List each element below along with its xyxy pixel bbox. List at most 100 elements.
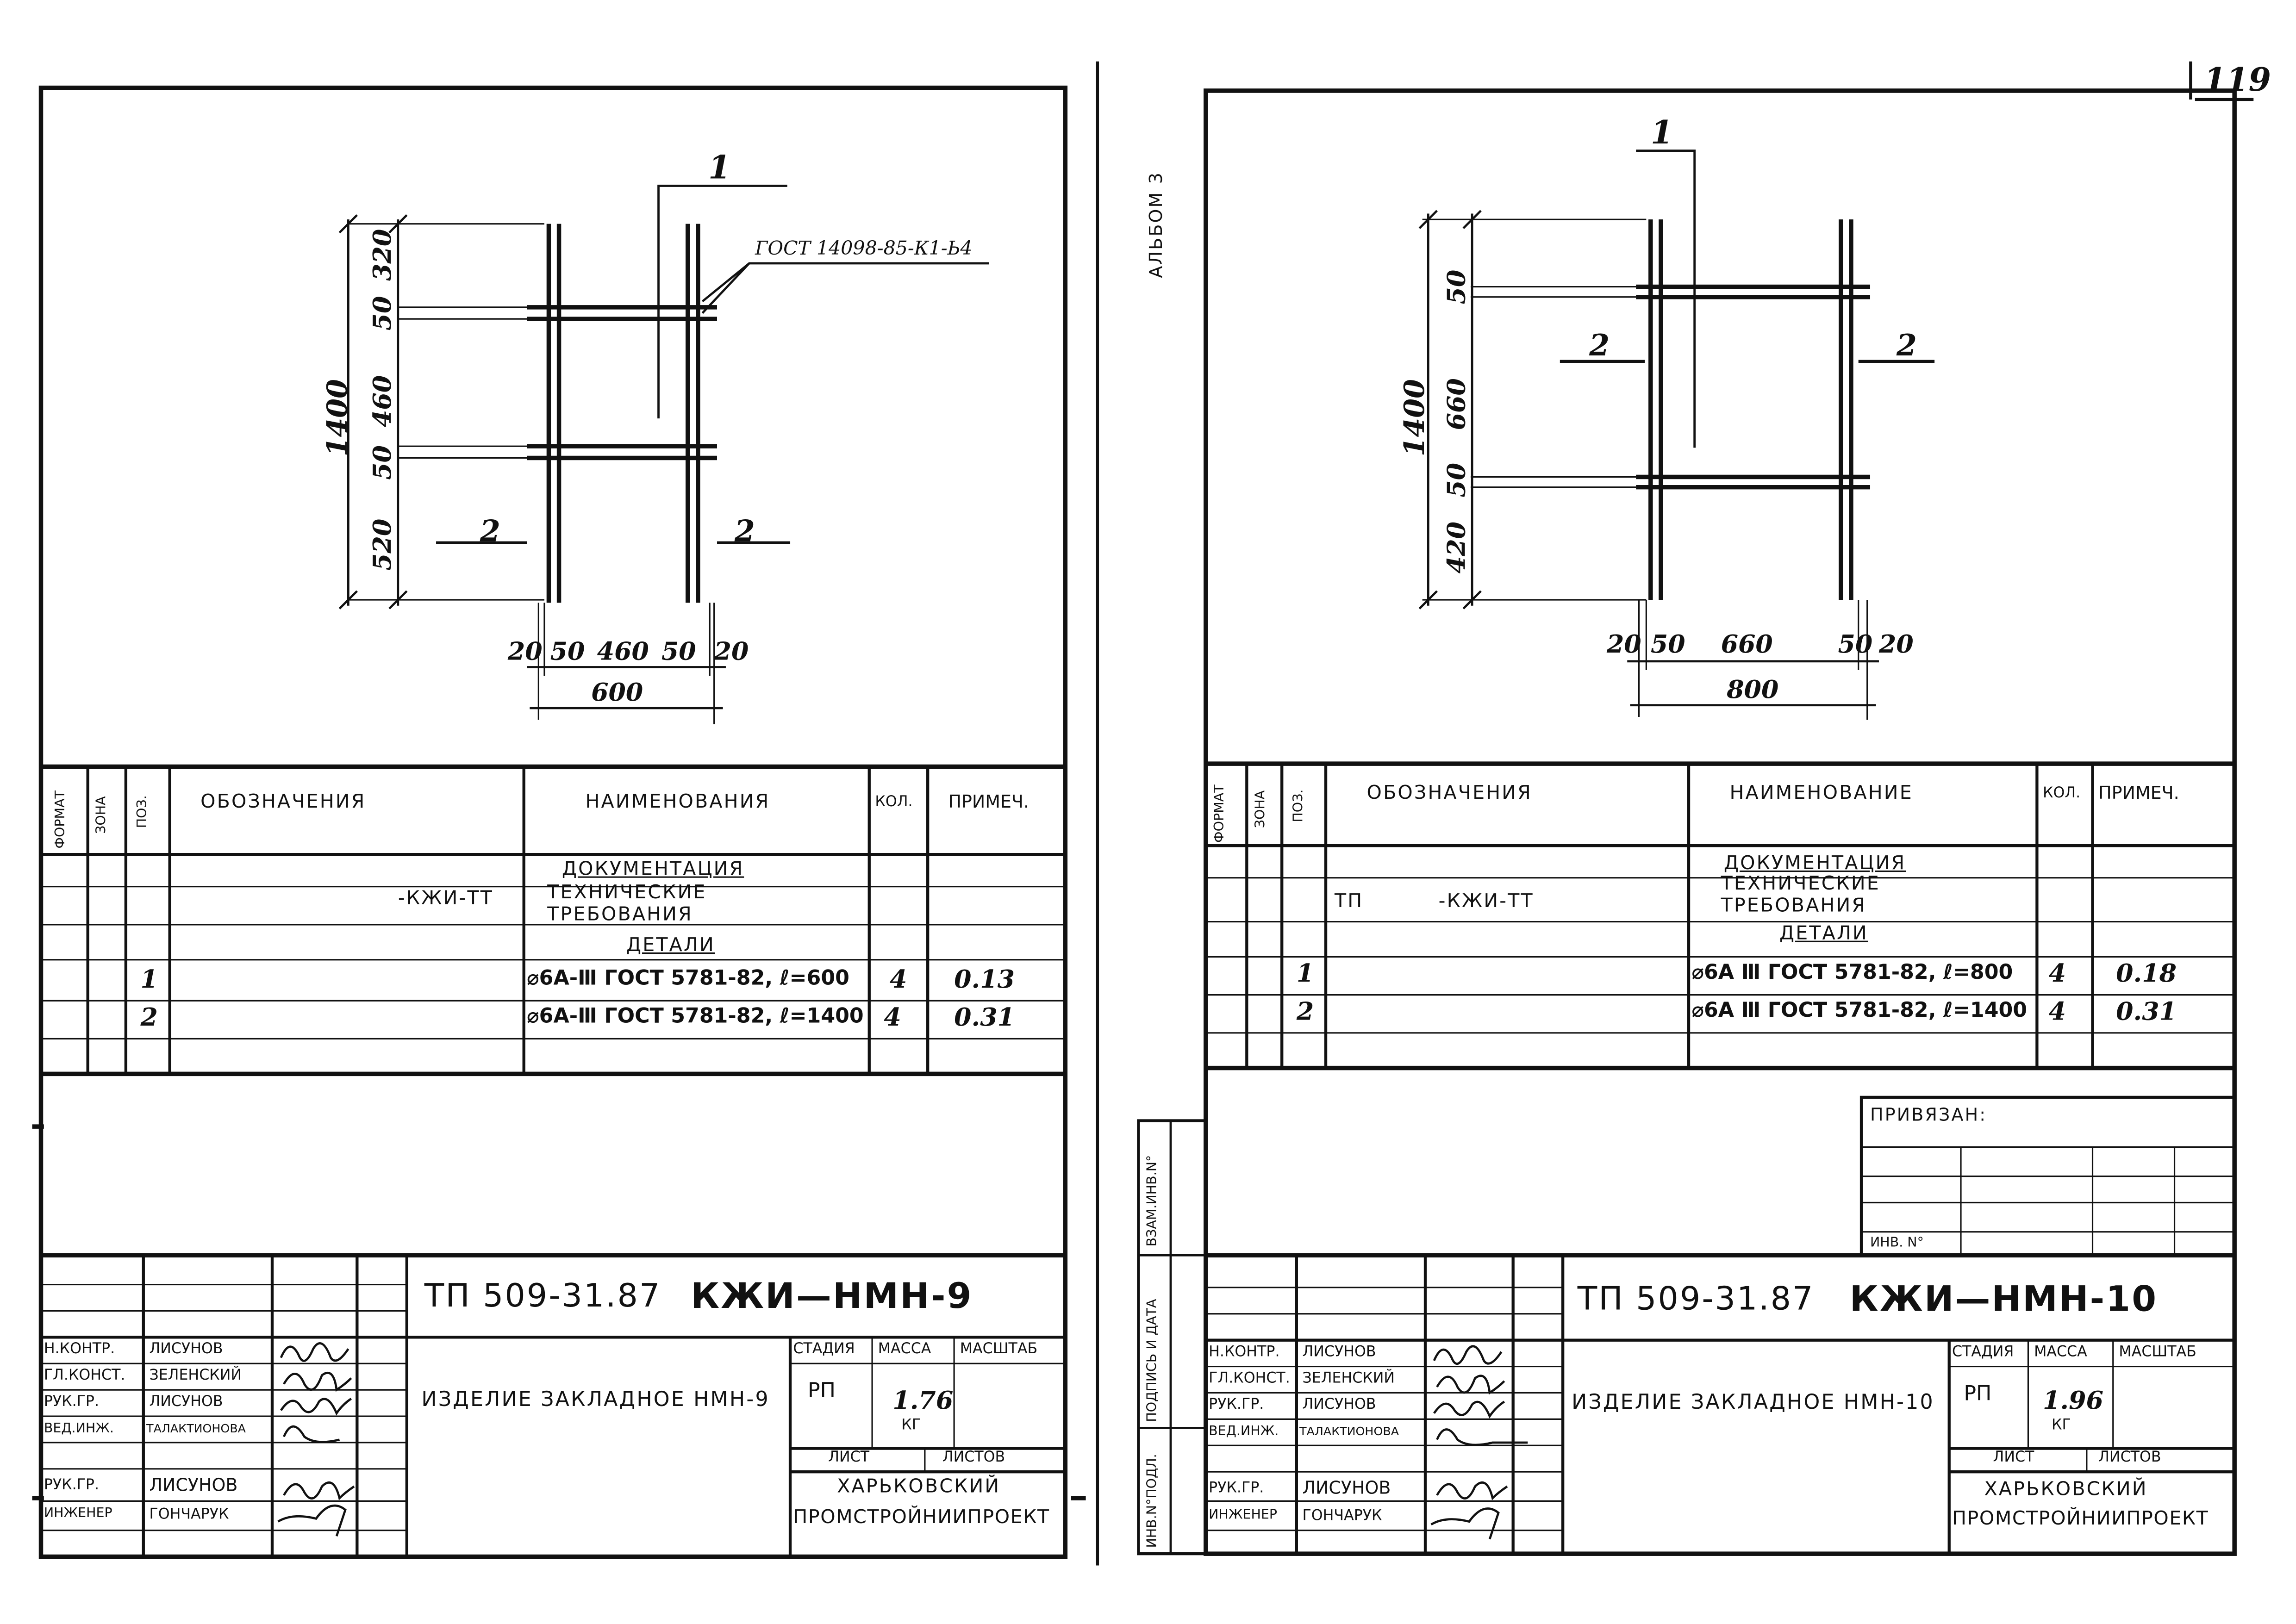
left-row-tt-name: ТЕХНИЧЕСКИЕ ТРЕБОВАНИЯ (547, 882, 707, 926)
right-person-4: ТАЛАКТИОНОВА (1299, 1425, 1399, 1438)
right-dim-h-20b: 20 (1878, 630, 1914, 660)
stamp-replace-inv: ВЗАМ.ИНВ.N° (1146, 1155, 1160, 1247)
right-hdr-format: ФОРМАТ (1213, 784, 1228, 843)
left-hdr-name: НАИМЕНОВАНИЯ (585, 791, 770, 814)
left-dim-h-20a: 20 (507, 638, 543, 667)
right-hdr-qty: КОЛ. (2043, 785, 2081, 802)
left-dim-h-50b: 50 (661, 638, 696, 667)
left-role-6: ИНЖЕНЕР (44, 1507, 112, 1522)
left-sheet-label: ЛИСТ (828, 1450, 870, 1466)
left-row2-name: ⌀6А-Ⅲ ГОСТ 5781-82, ℓ=1400 (527, 1005, 864, 1029)
left-role-3: РУК.ГР. (44, 1394, 100, 1411)
left-person-6: ГОНЧАРУК (149, 1507, 229, 1523)
right-role-4: ВЕД.ИНЖ. (1209, 1425, 1279, 1440)
left-dim-v-460: 460 (368, 375, 398, 428)
left-row-details-name: ДЕТАЛИ (626, 935, 715, 957)
left-pos1-label: 1 (708, 149, 731, 187)
left-dim-v-320: 320 (368, 229, 398, 281)
right-doc-code: ТП 509-31.87 (1577, 1282, 1815, 1319)
right-org-line1: ХАРЬКОВСКИЙ (1984, 1479, 2148, 1501)
left-person-3: ЛИСУНОВ (149, 1394, 223, 1411)
right-row-details-name: ДЕТАЛИ (1779, 923, 1868, 946)
right-sheet-label: ЛИСТ (1993, 1450, 2034, 1466)
left-person-1: ЛИСУНОВ (149, 1341, 223, 1358)
right-mass-unit: КГ (2052, 1418, 2071, 1434)
right-role-5: РУК.ГР. (1209, 1481, 1264, 1497)
left-role-2: ГЛ.КОНСТ. (44, 1368, 125, 1384)
left-person-4: ТАЛАКТИОНОВА (146, 1422, 246, 1436)
right-row1-pos: 1 (1296, 959, 1314, 989)
left-role-5: РУК.ГР. (44, 1477, 100, 1494)
right-person-1: ЛИСУНОВ (1302, 1344, 1376, 1361)
right-row-tt-designation: ТП -КЖИ-ТТ (1335, 891, 1534, 913)
right-row1-name: ⌀6А Ⅲ ГОСТ 5781-82, ℓ=800 (1691, 961, 2013, 985)
right-role-1: Н.КОНТР. (1209, 1344, 1280, 1361)
left-gost-note: ГОСТ 14098-85-К1-Ь4 (755, 238, 973, 261)
right-role-3: РУК.ГР. (1209, 1397, 1264, 1413)
right-row2-qty: 4 (2048, 997, 2066, 1027)
left-org-line1: ХАРЬКОВСКИЙ (837, 1476, 1001, 1499)
right-person-3: ЛИСУНОВ (1302, 1397, 1376, 1413)
left-dim-v-50a: 50 (368, 296, 398, 331)
left-row1-name: ⌀6А-Ⅲ ГОСТ 5781-82, ℓ=600 (527, 967, 849, 991)
left-hdr-qty: КОЛ. (875, 794, 913, 811)
right-signatures (1430, 1345, 1528, 1540)
right-dim-total-height: 1400 (1399, 379, 1431, 457)
right-dim-v-420: 420 (1442, 521, 1472, 574)
left-dim-h-460: 460 (597, 638, 649, 667)
right-pos2-left: 2 (1589, 328, 1610, 363)
left-row2-note: 0.31 (954, 1003, 1015, 1033)
left-dim-total-height: 1400 (322, 379, 355, 457)
right-stage-label: СТАДИЯ (1952, 1344, 2014, 1361)
left-scale-label: МАСШТАБ (960, 1341, 1038, 1358)
right-dim-h-50a: 50 (1650, 630, 1685, 660)
right-row-tt-name: ТЕХНИЧЕСКИЕ ТРЕБОВАНИЯ (1721, 873, 1880, 917)
left-hdr-designation: ОБОЗНАЧЕНИЯ (200, 791, 366, 814)
right-person-5: ЛИСУНОВ (1302, 1477, 1391, 1499)
right-pos2-right: 2 (1896, 328, 1917, 363)
left-org-line2: ПРОМСТРОЙНИИПРОЕКТ (793, 1507, 1050, 1529)
right-row2-pos: 2 (1296, 997, 1314, 1027)
right-dim-h-50b: 50 (1838, 630, 1873, 660)
right-doc-mark: КЖИ—НМН-10 (1849, 1278, 2158, 1320)
right-row1-note: 0.18 (2116, 959, 2177, 989)
left-role-4: ВЕД.ИНЖ. (44, 1422, 114, 1437)
right-hdr-pos: ПОЗ. (1292, 789, 1307, 822)
left-row-tt-designation: -КЖИ-ТТ (398, 888, 494, 910)
right-dim-h-660: 660 (1721, 630, 1773, 660)
left-product-name: ИЗДЕЛИЕ ЗАКЛАДНОЕ НМН-9 (421, 1388, 770, 1412)
left-person-5: ЛИСУНОВ (149, 1475, 238, 1495)
right-pos1-label: 1 (1650, 114, 1673, 152)
left-dim-h-50a: 50 (550, 638, 585, 667)
right-row1-qty: 4 (2048, 959, 2066, 989)
right-stage: РП (1964, 1382, 1992, 1406)
right-scale-label: МАСШТАБ (2119, 1344, 2196, 1361)
binding-title: ПРИВЯЗАН: (1870, 1104, 1987, 1125)
right-row-doc-name: ДОКУМЕНТАЦИЯ (1723, 852, 1906, 875)
left-stage-label: СТАДИЯ (793, 1341, 855, 1358)
left-mass: 1.76 (892, 1387, 954, 1417)
left-stage: РП (807, 1380, 836, 1403)
right-dim-v-50b: 50 (1442, 462, 1472, 498)
left-person-2: ЗЕЛЕНСКИЙ (149, 1368, 242, 1384)
right-hdr-designation: ОБОЗНАЧЕНИЯ (1366, 783, 1532, 805)
stamp-sign-date: ПОДПИСЬ И ДАТА (1146, 1299, 1160, 1422)
right-row2-note: 0.31 (2116, 997, 2177, 1027)
right-mass: 1.96 (2043, 1387, 2103, 1417)
left-dim-v-50b: 50 (368, 445, 398, 480)
left-row1-note: 0.13 (954, 965, 1015, 995)
left-doc-mark: КЖИ—НМН-9 (691, 1276, 973, 1317)
left-sheets-label: ЛИСТОВ (942, 1450, 1005, 1466)
left-doc-code: ТП 509-31.87 (424, 1278, 661, 1315)
right-dim-total-width: 800 (1727, 676, 1779, 705)
left-dim-v-520: 520 (368, 518, 398, 571)
left-mass-label: МАССА (878, 1341, 931, 1358)
left-dim-total-width: 600 (591, 678, 643, 709)
left-hdr-format: ФОРМАТ (54, 790, 69, 849)
left-dim-h-20b: 20 (714, 638, 749, 667)
binding-inv: ИНВ. N° (1870, 1236, 1924, 1251)
left-hdr-zone: ЗОНА (95, 796, 110, 834)
left-pos2-right: 2 (734, 513, 755, 549)
right-org-line2: ПРОМСТРОЙНИИПРОЕКТ (1952, 1508, 2209, 1531)
